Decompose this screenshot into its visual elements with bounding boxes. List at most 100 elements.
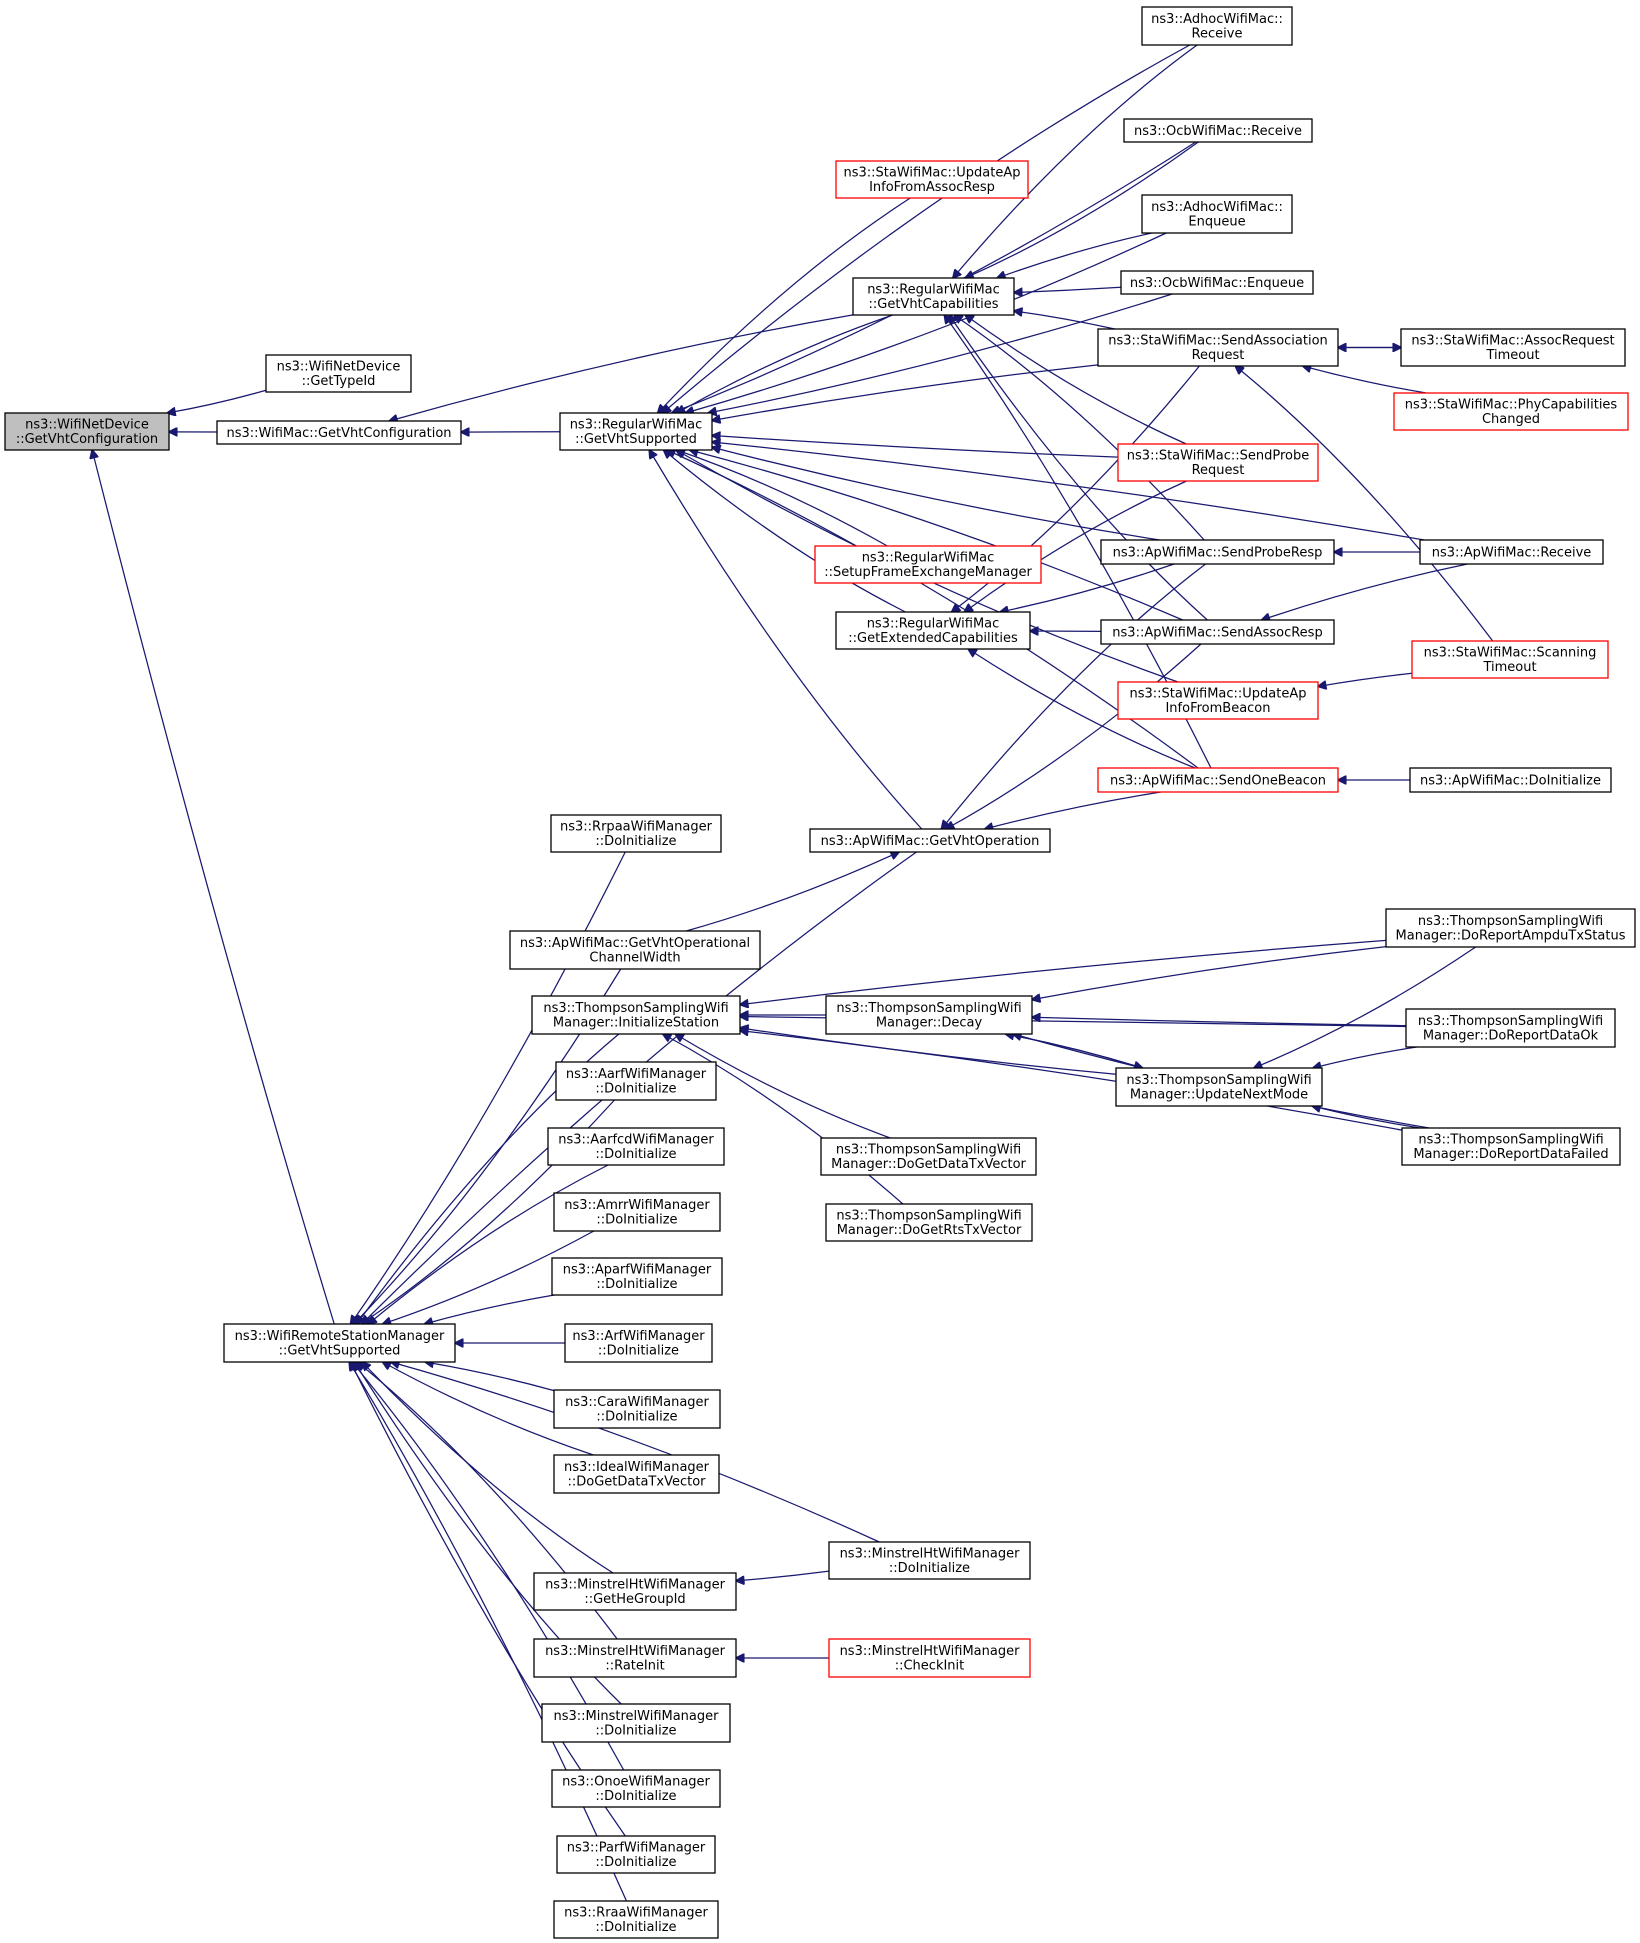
node-box[interactable] [1100, 619, 1335, 645]
node-stawifimac-updateap-infofromassocresp[interactable]: ns3::StaWifiMac::UpdateApInfoFromAssocRe… [835, 160, 1029, 199]
node-box[interactable] [1141, 6, 1293, 46]
node-box[interactable] [825, 1203, 1033, 1242]
node-wifinetdevice-getvhtconfiguration[interactable]: ns3::WifiNetDevice::GetVhtConfiguration [4, 412, 170, 451]
node-box[interactable] [835, 611, 1031, 650]
node-box[interactable] [1405, 1008, 1616, 1048]
node-box[interactable] [550, 814, 722, 853]
node-rraawifimanager-doinitialize[interactable]: ns3::RraaWifiManager::DoInitialize [553, 1900, 719, 1939]
node-minstrelwifimanager-doinitialize[interactable]: ns3::MinstrelWifiManager::DoInitialize [541, 1703, 731, 1743]
node-box[interactable] [828, 1541, 1031, 1580]
node-wifimac-getvhtconfiguration[interactable]: ns3::WifiMac::GetVhtConfiguration [216, 420, 462, 445]
node-box[interactable] [1123, 118, 1313, 143]
node-regularwifimac-getvhtcapabilities[interactable]: ns3::RegularWifiMac::GetVhtCapabilities [852, 277, 1015, 316]
node-parfwifimanager-doinitialize[interactable]: ns3::ParfWifiManager::DoInitialize [556, 1835, 716, 1874]
node-apwifimac-doinitialize[interactable]: ns3::ApWifiMac::DoInitialize [1409, 767, 1612, 793]
node-aarfcdwifimanager-doinitialize[interactable]: ns3::AarfcdWifiManager::DoInitialize [547, 1127, 725, 1166]
node-box[interactable] [547, 1127, 725, 1166]
node-box[interactable] [541, 1703, 731, 1743]
node-box[interactable] [551, 1257, 723, 1296]
node-thompsonsamplingwifi-manager-dogetdatatxvector[interactable]: ns3::ThompsonSamplingWifiManager::DoGetD… [820, 1137, 1037, 1176]
node-adhocwifimac-enqueue[interactable]: ns3::AdhocWifiMac::Enqueue [1141, 194, 1293, 234]
node-box[interactable] [1411, 640, 1609, 679]
node-ocbwifimac-receive[interactable]: ns3::OcbWifiMac::Receive [1123, 118, 1313, 143]
node-box[interactable] [828, 1638, 1031, 1678]
node-thompsonsamplingwifi-manager-doreportampdutxstatus[interactable]: ns3::ThompsonSamplingWifiManager::DoRepo… [1385, 908, 1636, 948]
node-box[interactable] [556, 1835, 716, 1874]
node-box[interactable] [223, 1323, 456, 1363]
node-regularwifimac-getextendedcapabilities[interactable]: ns3::RegularWifiMac::GetExtendedCapabili… [835, 611, 1031, 650]
node-box[interactable] [1100, 539, 1335, 565]
node-box[interactable] [1117, 443, 1319, 482]
node-wifinetdevice-gettypeid[interactable]: ns3::WifiNetDevice::GetTypeId [265, 354, 412, 393]
node-onoewifimanager-doinitialize[interactable]: ns3::OnoeWifiManager::DoInitialize [551, 1769, 721, 1808]
node-box[interactable] [265, 354, 412, 393]
node-thompsonsamplingwifi-manager-doreportdataok[interactable]: ns3::ThompsonSamplingWifiManager::DoRepo… [1405, 1008, 1616, 1048]
node-box[interactable] [1141, 194, 1293, 234]
node-box[interactable] [533, 1638, 737, 1678]
node-box[interactable] [555, 1061, 717, 1101]
node-box[interactable] [551, 1769, 721, 1808]
node-apwifimac-sendonebeacon[interactable]: ns3::ApWifiMac::SendOneBeacon [1097, 767, 1339, 793]
node-box[interactable] [553, 1192, 721, 1232]
node-thompsonsamplingwifi-manager-dogetrtstxvector[interactable]: ns3::ThompsonSamplingWifiManager::DoGetR… [825, 1203, 1033, 1242]
node-box[interactable] [820, 1137, 1037, 1176]
node-box[interactable] [825, 995, 1033, 1035]
node-box[interactable] [1120, 270, 1314, 295]
node-box[interactable] [533, 1572, 737, 1611]
node-box[interactable] [809, 828, 1051, 853]
node-box[interactable] [553, 1454, 720, 1494]
node-box[interactable] [1393, 392, 1629, 431]
node-thompsonsamplingwifi-manager-doreportdatafailed[interactable]: ns3::ThompsonSamplingWifiManager::DoRepo… [1401, 1127, 1621, 1166]
node-apwifimac-receive[interactable]: ns3::ApWifiMac::Receive [1419, 539, 1604, 565]
node-apwifimac-getvhtoperation[interactable]: ns3::ApWifiMac::GetVhtOperation [809, 828, 1051, 853]
node-box[interactable] [216, 420, 462, 445]
node-box[interactable] [1117, 681, 1319, 720]
node-minstrelhtwifimanager-doinitialize[interactable]: ns3::MinstrelHtWifiManager::DoInitialize [828, 1541, 1031, 1580]
node-wifiremotestationmanager-getvhtsupported[interactable]: ns3::WifiRemoteStationManager::GetVhtSup… [223, 1323, 456, 1363]
node-aparfwifimanager-doinitialize[interactable]: ns3::AparfWifiManager::DoInitialize [551, 1257, 723, 1296]
node-thompsonsamplingwifi-manager-updatenextmode[interactable]: ns3::ThompsonSamplingWifiManager::Update… [1115, 1067, 1323, 1107]
node-box[interactable] [1097, 328, 1339, 367]
node-box[interactable] [531, 995, 741, 1035]
node-box[interactable] [4, 412, 170, 451]
node-adhocwifimac-receive[interactable]: ns3::AdhocWifiMac::Receive [1141, 6, 1293, 46]
node-aarfwifimanager-doinitialize[interactable]: ns3::AarfWifiManager::DoInitialize [555, 1061, 717, 1101]
node-apwifimac-sendproberesp[interactable]: ns3::ApWifiMac::SendProbeResp [1100, 539, 1335, 565]
node-apwifimac-sendassocresp[interactable]: ns3::ApWifiMac::SendAssocResp [1100, 619, 1335, 645]
node-box[interactable] [852, 277, 1015, 316]
node-regularwifimac-setupframeexchangemanager[interactable]: ns3::RegularWifiMac::SetupFrameExchangeM… [814, 545, 1042, 584]
node-box[interactable] [1419, 539, 1604, 565]
node-box[interactable] [1401, 1127, 1621, 1166]
node-idealwifimanager-dogetdatatxvector[interactable]: ns3::IdealWifiManager::DoGetDataTxVector [553, 1454, 720, 1494]
node-apwifimac-getvhtoperational-channelwidth[interactable]: ns3::ApWifiMac::GetVhtOperationalChannel… [509, 930, 761, 970]
node-box[interactable] [1097, 767, 1339, 793]
node-thompsonsamplingwifi-manager-initializestation[interactable]: ns3::ThompsonSamplingWifiManager::Initia… [531, 995, 741, 1035]
node-box[interactable] [1400, 328, 1626, 367]
node-box[interactable] [1385, 908, 1636, 948]
node-box[interactable] [564, 1323, 713, 1363]
node-box[interactable] [509, 930, 761, 970]
node-minstrelhtwifimanager-rateinit[interactable]: ns3::MinstrelHtWifiManager::RateInit [533, 1638, 737, 1678]
node-box[interactable] [1409, 767, 1612, 793]
node-regularwifimac-getvhtsupported[interactable]: ns3::RegularWifiMac::GetVhtSupported [559, 412, 713, 451]
node-rrpaawifimanager-doinitialize[interactable]: ns3::RrpaaWifiManager::DoInitialize [550, 814, 722, 853]
node-box[interactable] [1115, 1067, 1323, 1107]
node-ocbwifimac-enqueue[interactable]: ns3::OcbWifiMac::Enqueue [1120, 270, 1314, 295]
node-box[interactable] [814, 545, 1042, 584]
node-box[interactable] [835, 160, 1029, 199]
node-carawifimanager-doinitialize[interactable]: ns3::CaraWifiManager::DoInitialize [553, 1389, 721, 1429]
node-minstrelhtwifimanager-checkinit[interactable]: ns3::MinstrelHtWifiManager::CheckInit [828, 1638, 1031, 1678]
node-box[interactable] [559, 412, 713, 451]
node-arfwifimanager-doinitialize[interactable]: ns3::ArfWifiManager::DoInitialize [564, 1323, 713, 1363]
node-amrrwifimanager-doinitialize[interactable]: ns3::AmrrWifiManager::DoInitialize [553, 1192, 721, 1232]
node-minstrelhtwifimanager-gethegroupid[interactable]: ns3::MinstrelHtWifiManager::GetHeGroupId [533, 1572, 737, 1611]
node-box[interactable] [553, 1389, 721, 1429]
node-box[interactable] [553, 1900, 719, 1939]
